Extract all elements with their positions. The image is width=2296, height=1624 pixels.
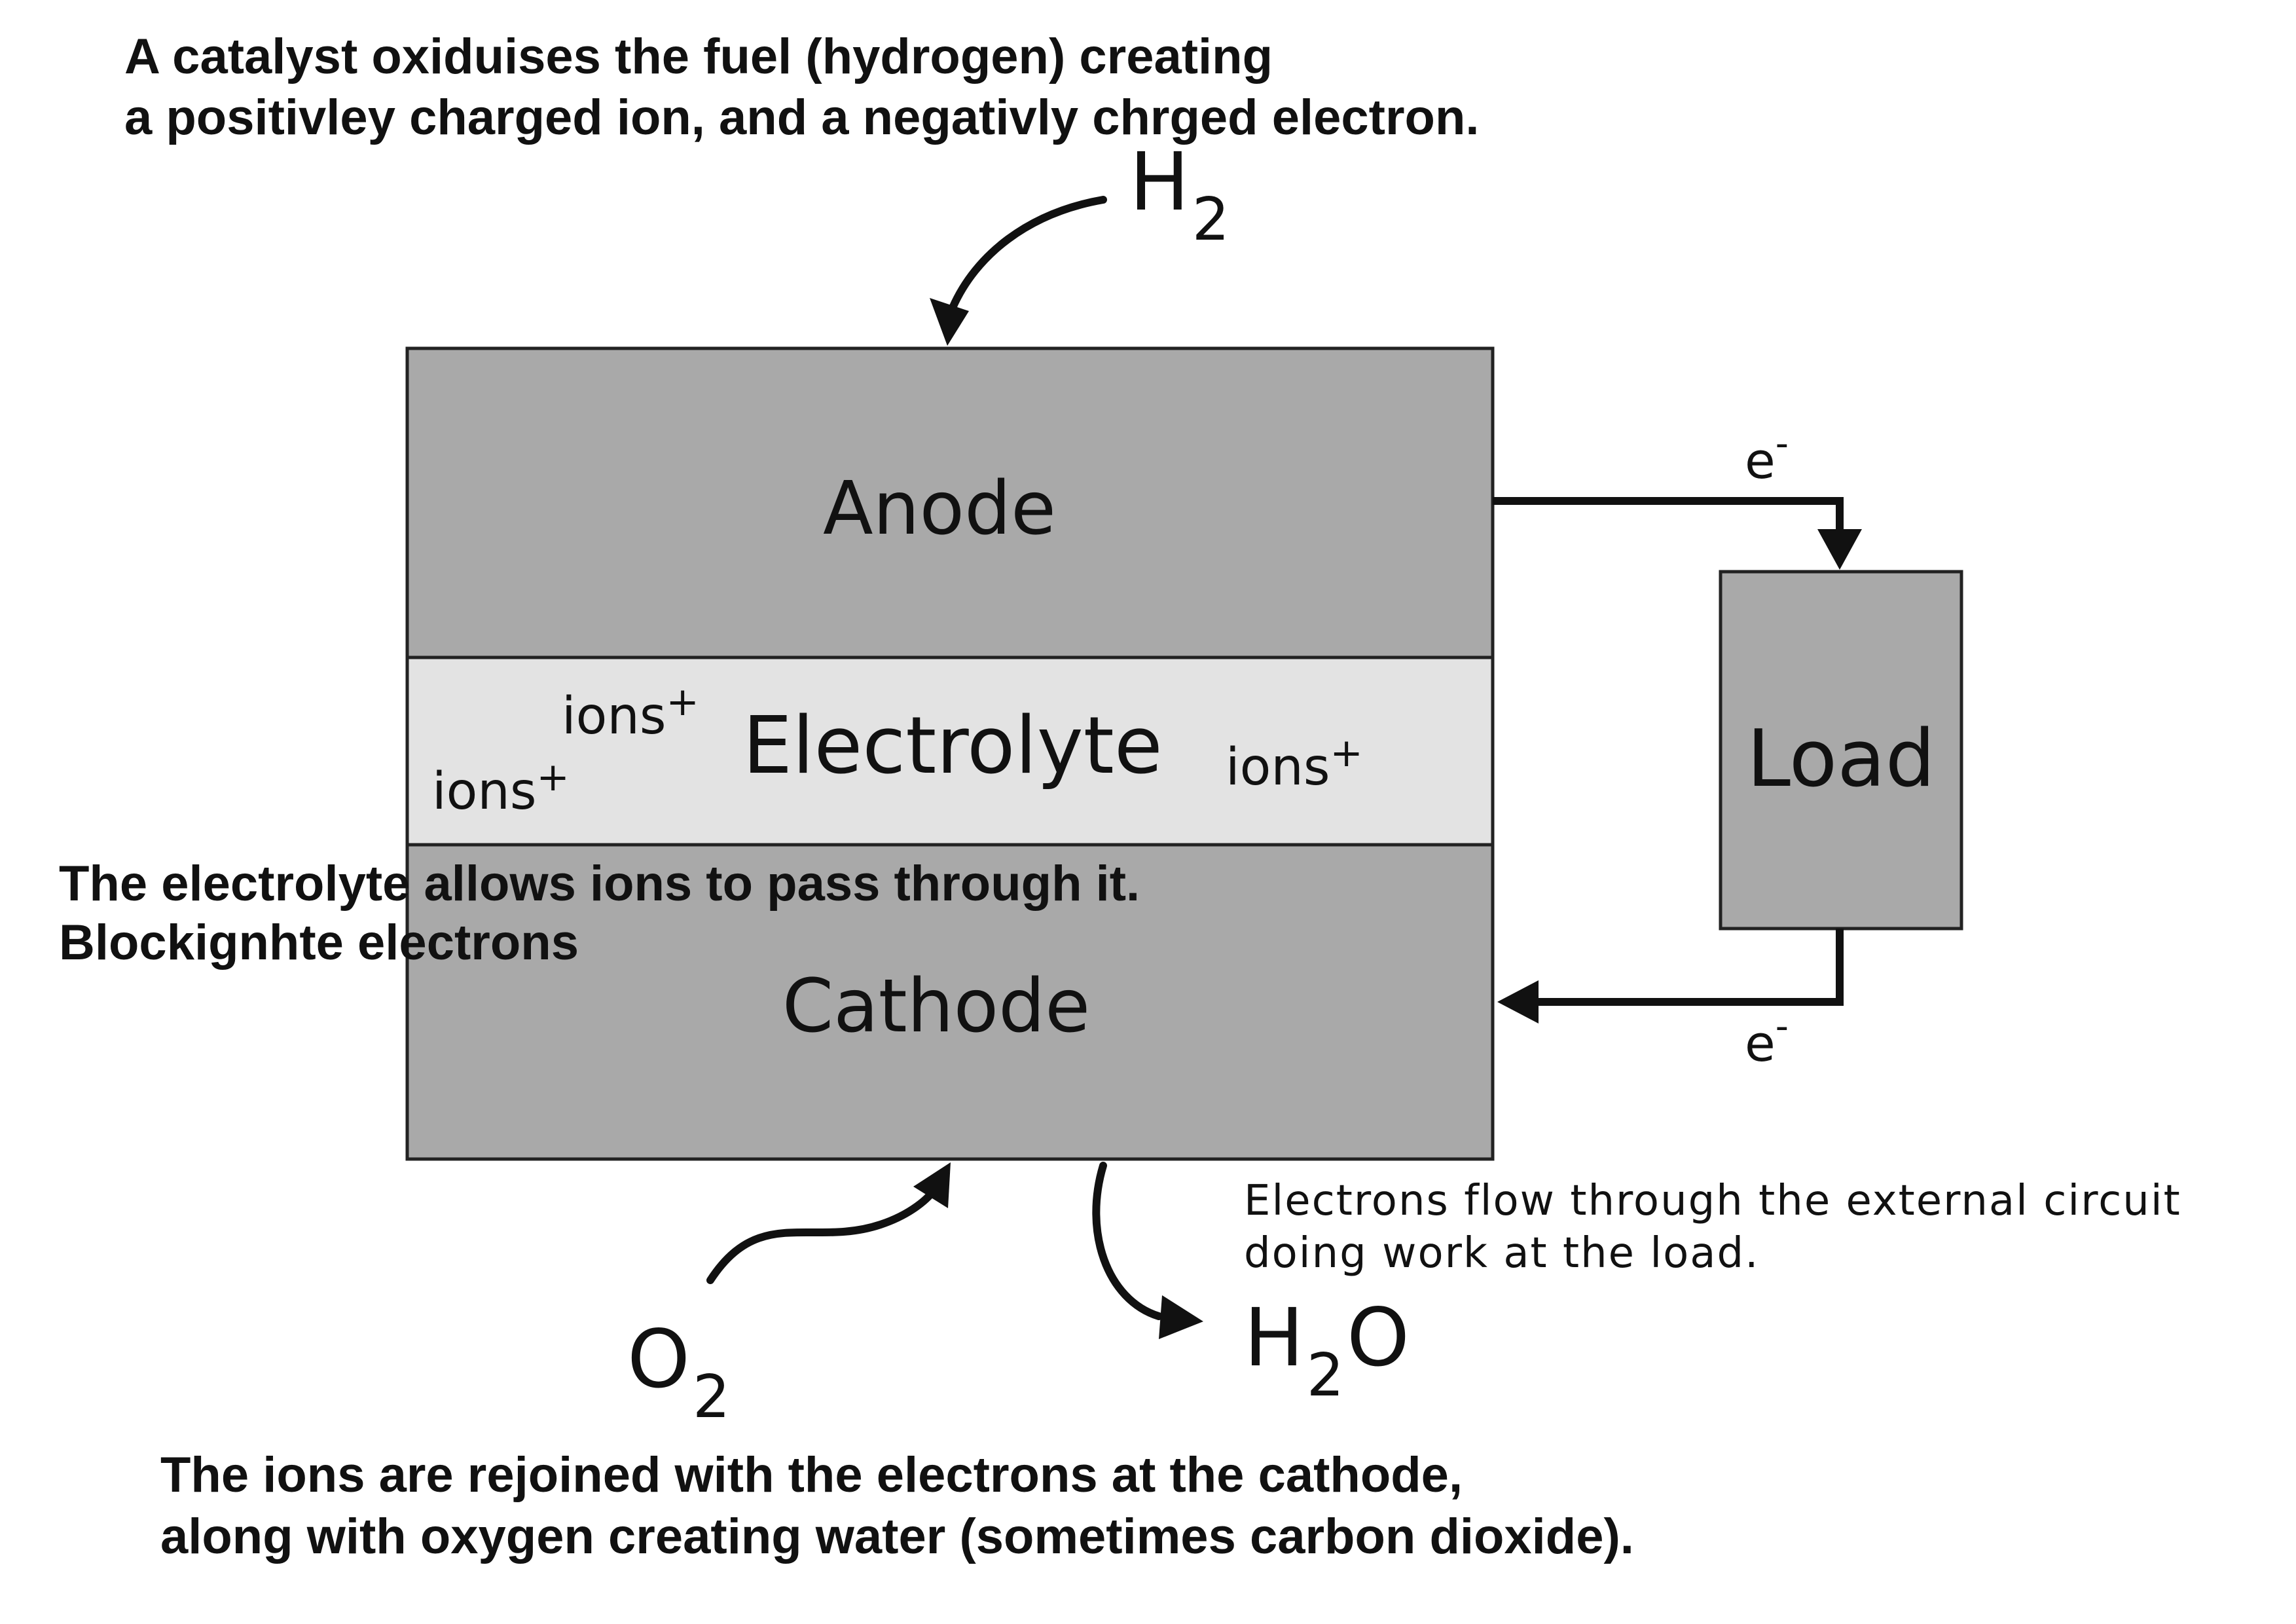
water-label: H2O xyxy=(1244,1291,1410,1410)
cathode-layer xyxy=(405,843,1495,1161)
electrolyte-note-line-1: The electrolyte allows ions to pass thro… xyxy=(59,856,1140,912)
water-outflow-arrow xyxy=(1092,1162,1163,1320)
load-label: Load xyxy=(1747,714,1935,805)
cathode-label: Cathode xyxy=(782,964,1090,1049)
ion-marker-3: ions+ xyxy=(1226,730,1363,797)
cathode-return-arrowhead xyxy=(1497,980,1539,1024)
cathode-note-line-2: along with oxygen creating water (someti… xyxy=(160,1509,1634,1564)
ion-marker-1: ions+ xyxy=(562,679,699,746)
electron-label-bottom: e- xyxy=(1745,1005,1789,1073)
water-arrowhead xyxy=(1159,1295,1203,1339)
circuit-note-line-2: doing work at the load. xyxy=(1244,1229,1759,1278)
anode-to-load-wire xyxy=(1493,497,1844,530)
oxygen-inflow-arrow xyxy=(706,1183,940,1284)
catalyst-note-line-2: a positivley charged ion, and a negativl… xyxy=(124,90,1479,145)
electrolyte-label: Electrolyte xyxy=(742,701,1162,792)
load-to-cathode-wire xyxy=(1535,929,1844,1006)
cathode-note-line-1: The ions are rejoined with the electrons… xyxy=(160,1447,1463,1503)
oxygen-arrowhead xyxy=(913,1162,951,1208)
hydrogen-label: H2 xyxy=(1129,136,1230,254)
electron-label-top: e- xyxy=(1745,422,1789,490)
hydrogen-arrowhead xyxy=(930,298,969,346)
load-box xyxy=(1719,570,1963,931)
electrolyte-note-line-2: Blockignhte electrons xyxy=(59,915,579,970)
oxygen-label: O2 xyxy=(627,1313,730,1431)
anode-label: Anode xyxy=(823,466,1056,551)
load-input-arrowhead xyxy=(1817,529,1862,570)
electrolyte-layer xyxy=(405,655,1495,847)
ion-marker-2: ions+ xyxy=(432,754,570,821)
hydrogen-inflow-arrow xyxy=(949,196,1107,312)
anode-layer xyxy=(405,346,1495,659)
circuit-note-line-1: Electrons flow through the external circ… xyxy=(1244,1177,2181,1225)
catalyst-note-line-1: A catalyst oxiduises the fuel (hydrogen)… xyxy=(124,29,1273,84)
